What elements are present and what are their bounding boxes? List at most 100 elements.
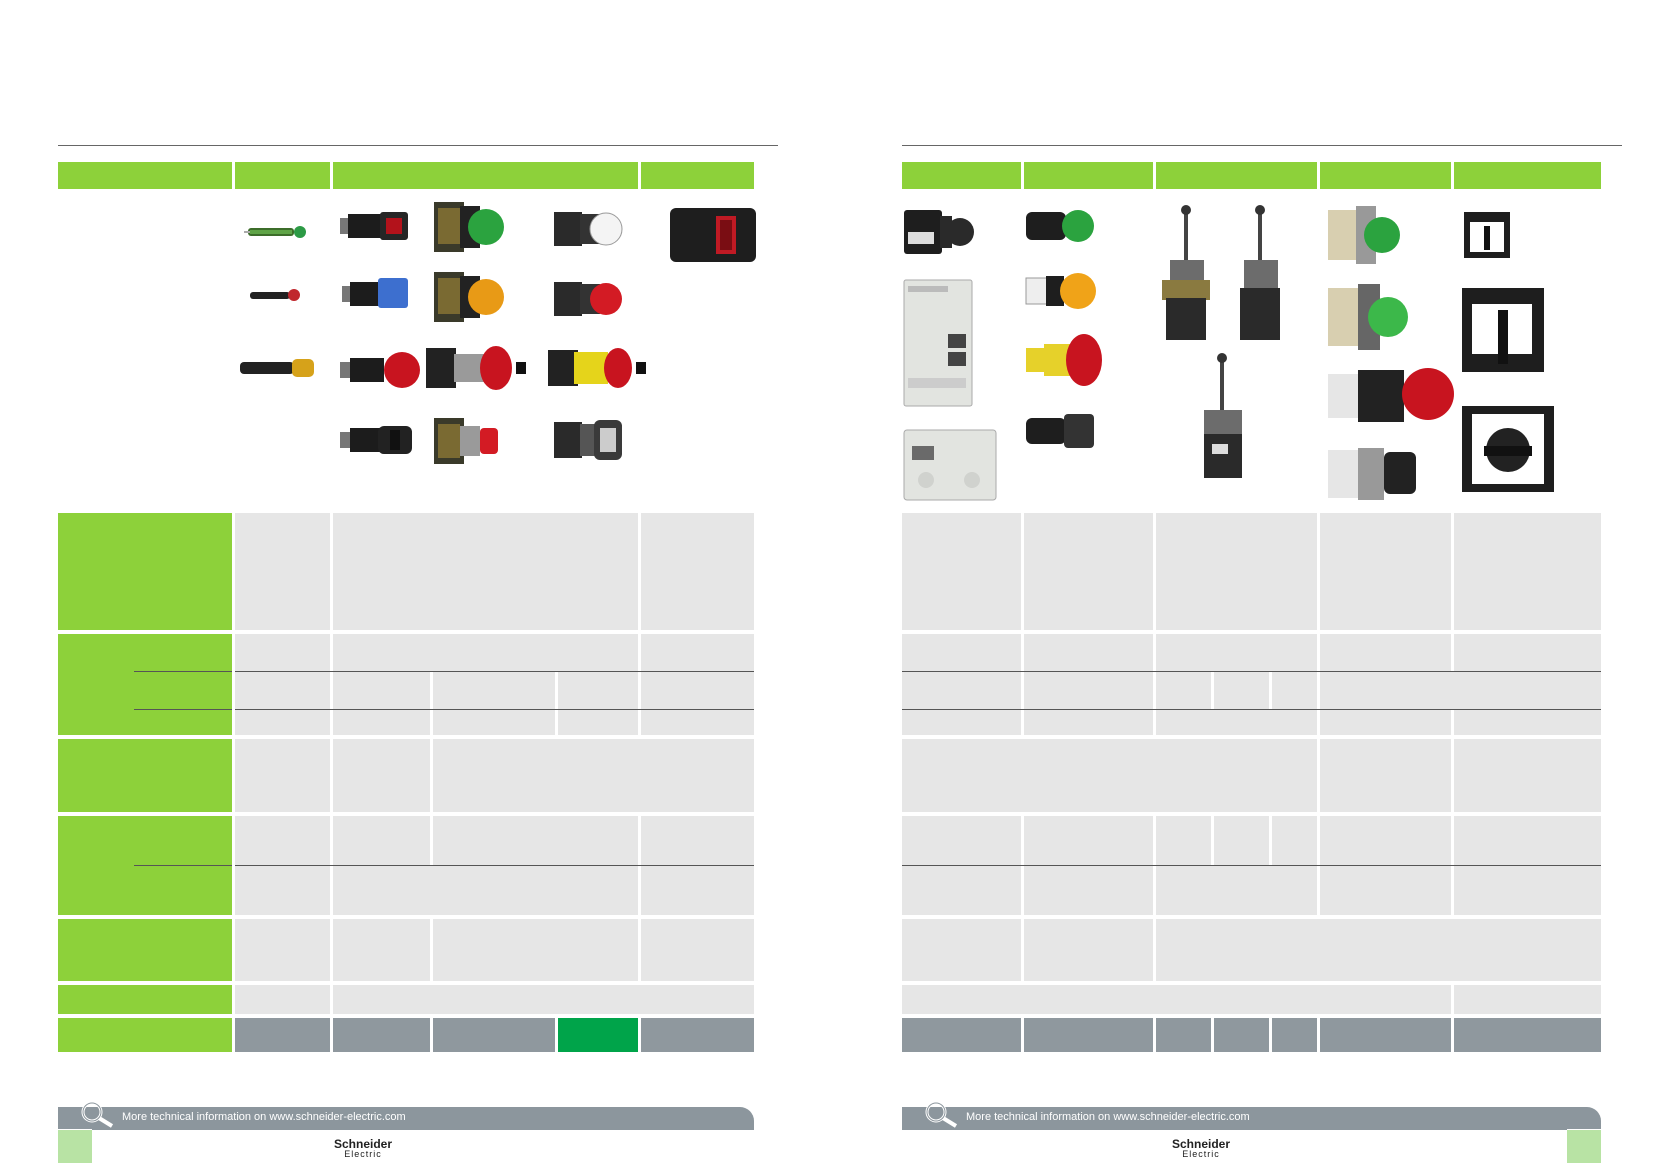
row-cell bbox=[333, 513, 638, 630]
pilot-light-green-image bbox=[244, 226, 306, 238]
row-cell bbox=[641, 513, 754, 630]
receiver-module-image bbox=[903, 279, 973, 407]
row-cell bbox=[641, 919, 754, 981]
row-cell bbox=[1320, 866, 1451, 915]
divider bbox=[902, 709, 1601, 710]
row-cell bbox=[1454, 866, 1601, 915]
row-cell bbox=[1024, 513, 1153, 630]
row-label bbox=[58, 1018, 232, 1052]
header-cell bbox=[333, 162, 638, 189]
row-cell bbox=[1320, 816, 1451, 865]
header-cell bbox=[235, 162, 330, 189]
row-cell bbox=[1320, 739, 1451, 812]
mono-emergency-stop-image bbox=[1026, 334, 1102, 386]
push-button-30mm-green-image bbox=[1328, 206, 1400, 264]
divider bbox=[902, 671, 1601, 672]
row-cell bbox=[902, 816, 1021, 865]
push-button-16mm-red-image bbox=[340, 212, 408, 240]
mono-push-button-green-image bbox=[1026, 210, 1094, 242]
row-cell bbox=[902, 672, 1021, 709]
row-cell bbox=[1320, 634, 1451, 671]
top-rule bbox=[58, 145, 778, 146]
row-cell bbox=[433, 1018, 555, 1052]
selector-black-image bbox=[554, 420, 622, 460]
emergency-stop-30mm-image bbox=[1328, 368, 1454, 422]
row-cell bbox=[1024, 1018, 1153, 1052]
row-cell bbox=[235, 985, 330, 1014]
row-cell bbox=[333, 634, 638, 671]
row-cell bbox=[1156, 919, 1601, 981]
row-cell bbox=[1454, 1018, 1601, 1052]
pilot-light-yellow-image bbox=[240, 359, 314, 377]
mono-selector-image bbox=[1026, 414, 1094, 448]
divider bbox=[134, 671, 232, 672]
row-cell bbox=[1156, 710, 1317, 735]
divider bbox=[235, 865, 754, 866]
push-button-16mm-mushroom-image bbox=[340, 352, 420, 388]
row-cell-highlight bbox=[558, 1018, 638, 1052]
pilot-light-30mm-green-image bbox=[1328, 284, 1408, 350]
row-cell bbox=[902, 985, 1451, 1014]
push-button-22mm-green-image bbox=[434, 202, 504, 252]
row-cell bbox=[235, 672, 330, 709]
row-cell bbox=[333, 672, 430, 709]
divider bbox=[235, 709, 754, 710]
footer-bar: More technical information on www.schnei… bbox=[902, 1107, 1601, 1129]
row-cell bbox=[902, 710, 1021, 735]
row-cell bbox=[235, 816, 330, 865]
row-cell bbox=[902, 866, 1021, 915]
page-number-box bbox=[1567, 1130, 1601, 1163]
row-cell bbox=[235, 513, 330, 630]
divider bbox=[134, 865, 232, 866]
row-cell bbox=[641, 710, 754, 735]
footer-link[interactable]: More technical information on www.schnei… bbox=[122, 1111, 406, 1123]
row-cell bbox=[235, 710, 330, 735]
top-rule bbox=[902, 145, 1622, 146]
divider bbox=[134, 709, 232, 710]
emergency-stop-yellow-image bbox=[548, 348, 646, 388]
row-cell bbox=[1024, 710, 1153, 735]
right-page: More technical information on www.schnei… bbox=[902, 0, 1622, 1169]
wireless-push-button-image bbox=[904, 210, 974, 254]
footer-link[interactable]: More technical information on www.schnei… bbox=[966, 1111, 1250, 1123]
row-cell bbox=[1214, 1018, 1269, 1052]
row-cell bbox=[1214, 672, 1269, 709]
row-cell bbox=[235, 866, 330, 915]
row-cell bbox=[902, 739, 1317, 812]
footer-bar: More technical information on www.schnei… bbox=[58, 1107, 754, 1129]
row-cell bbox=[902, 1018, 1021, 1052]
cam-switch-medium-image bbox=[1462, 288, 1544, 372]
row-cell bbox=[558, 710, 638, 735]
selector-16mm-image bbox=[340, 426, 412, 454]
page-number-box bbox=[58, 1130, 92, 1163]
row-cell bbox=[1272, 672, 1317, 709]
joystick-2-image bbox=[1240, 205, 1280, 340]
row-cell bbox=[902, 634, 1021, 671]
divider bbox=[902, 865, 1601, 866]
row-cell bbox=[333, 866, 638, 915]
row-cell bbox=[1024, 634, 1153, 671]
row-cell bbox=[1454, 634, 1601, 671]
mono-pilot-light-yellow-image bbox=[1025, 273, 1096, 309]
logo-name: Schneider bbox=[333, 1137, 393, 1151]
row-cell bbox=[641, 866, 754, 915]
row-cell bbox=[1156, 634, 1317, 671]
logo-name: Schneider bbox=[1171, 1137, 1231, 1151]
row-label bbox=[58, 634, 232, 735]
row-cell bbox=[333, 985, 754, 1014]
row-cell bbox=[433, 816, 638, 865]
footer-line bbox=[902, 1129, 1567, 1130]
logo-sub: Electric bbox=[344, 1149, 382, 1159]
row-cell bbox=[1320, 513, 1451, 630]
row-cell bbox=[641, 1018, 754, 1052]
row-cell bbox=[333, 739, 430, 812]
row-cell bbox=[333, 1018, 430, 1052]
row-label bbox=[58, 739, 232, 812]
row-cell bbox=[1024, 919, 1153, 981]
header-cell bbox=[902, 162, 1021, 189]
footer-line bbox=[92, 1129, 754, 1130]
row-cell bbox=[1454, 710, 1601, 735]
row-cell bbox=[641, 816, 754, 865]
emergency-stop-22mm-image bbox=[426, 346, 526, 390]
row-cell bbox=[1272, 1018, 1317, 1052]
